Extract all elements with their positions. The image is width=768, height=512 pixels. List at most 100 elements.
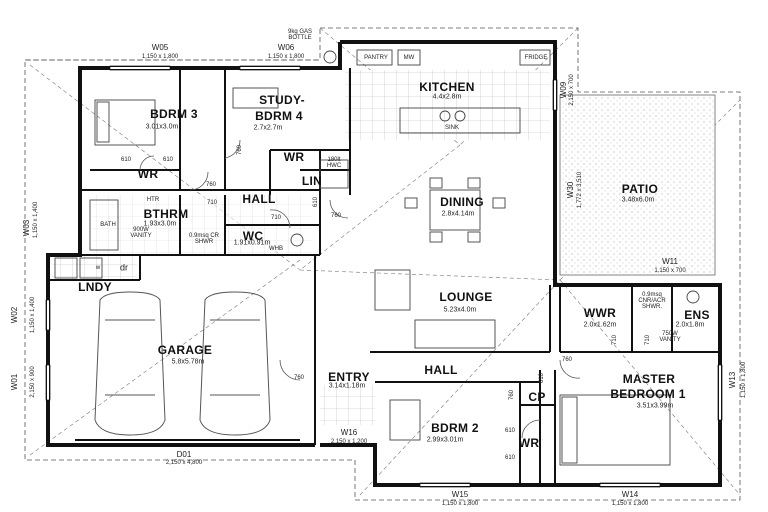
microwave-label: MW [403,55,415,61]
study-size: 2.7x2.7m [253,124,283,132]
window-w30-size: 1,772 x 3,510 [577,171,583,209]
patio-size: 3.48x6.0m [621,196,655,204]
linen-label: LIN [301,174,323,188]
garage-cars [94,291,271,436]
door-size-610: 610 [162,157,174,163]
patio-area [559,94,716,276]
window-w02-size: 1,150 x 1,400 [30,296,36,334]
fridge-label: FRIDGE [524,55,548,61]
wr-study-label: WR [283,150,305,164]
window-w16-size: 2,150 x 1,200 [330,439,368,445]
bdrm3-label: BDRM 3 [150,107,198,121]
window-w13-size: 1,150 x 1,800 [741,361,747,399]
window-w09-size: 2,150 x 700 [569,74,575,106]
patio-label: PATIO [621,182,659,196]
master-label: MASTER [622,372,676,386]
window-w01-size: 2,150 x 900 [30,366,36,398]
study-label-line2: BDRM 4 [255,109,303,123]
laundry-label: LNDY [78,280,112,294]
ensuite-label: ENS [684,308,710,322]
hall-top-label: HALL [242,192,276,206]
door-swings [139,139,581,439]
door-size-610: 610 [504,428,516,434]
gas-bottle-label: 9kg GAS BOTTLE [287,29,312,41]
bdrm2-size: 2.99x3.01m [426,436,464,444]
door-d01-id: D01 [176,450,192,459]
furniture [54,49,700,466]
ensuite-vanity-label: 750W VANITY [659,331,681,343]
wc-size: 1.91x0.91m [233,239,271,247]
window-w06-size: 1,150 x 1,800 [267,54,305,60]
window-w03-id: W03 [22,219,31,237]
dining-label: DINING [440,195,484,209]
window-w11-size: 1,150 x 700 [654,268,686,274]
door-size-610: 610 [539,372,545,384]
window-w15-id: W15 [451,490,469,499]
wwr-label: WWR [583,306,617,320]
bthrm-size: 1.93x3.0m [143,220,177,228]
door-size-610: 610 [313,196,319,208]
window-w03-size: 1,150 x 1,400 [33,201,39,239]
window-w06-id: W06 [277,43,295,52]
window-w05-id: W05 [151,43,169,52]
window-w05-size: 1,150 x 1,800 [141,54,179,60]
window-w30-id: W30 [566,181,575,199]
master-label-line2: BEDROOM 1 [610,387,686,401]
kitchen-label: KITCHEN [419,80,475,94]
heater-label: HTR [146,197,160,203]
interior-walls [48,68,720,485]
bdrm3-size: 3.01x3.0m [145,123,179,131]
bthrm-shower-label: 0.9msq CR SHWR [188,233,219,245]
wc-basin-label: WHB [269,246,283,252]
door-size-610: 610 [120,157,132,163]
wwr-size: 2.0x1.62m [583,321,617,329]
door-size-760: 760 [205,182,217,188]
kitchen-floor-tiles [345,70,550,140]
window-openings [47,67,721,486]
door-size-710: 710 [270,215,282,221]
washer-label: w [95,265,101,271]
wr-bdrm2-label: WR [518,436,540,450]
window-w14-size: 1,150 x 1,800 [611,501,649,507]
master-size: 3.51x3.99m [636,402,674,410]
bthrm-vanity-label: 900W VANITY [130,227,152,239]
window-w01-id: W01 [10,373,19,391]
wr-bdrm3-label: WR [137,167,159,181]
study-label: STUDY- [259,93,305,107]
door-size-760: 760 [509,389,515,401]
pantry-label: PANTRY [364,55,388,61]
laundry-floor-tiles [52,255,137,280]
lounge-label: LOUNGE [439,290,493,304]
door-size-710: 710 [612,334,618,346]
sink-label: SINK [444,125,460,131]
door-size-710: 710 [206,200,218,206]
window-w09-id: W09 [559,81,568,99]
wc-label: WC [242,229,264,243]
ensuite-size: 2.0x1.8m [675,321,705,329]
door-size-760: 760 [293,375,305,381]
hall-bottom-label: HALL [424,363,458,377]
bath-label: BATH [100,222,116,228]
window-w15-size: 1,150 x 1,800 [441,501,479,507]
entry-size: 3.14x1.18m [328,382,366,390]
entry-label: ENTRY [328,370,370,384]
bthrm-label: BTHRM [143,207,189,221]
door-size-760: 760 [330,213,342,219]
window-w14-id: W14 [621,490,639,499]
cp-label: CP [528,390,546,404]
window-w13-id: W13 [728,371,737,389]
ensuite-shower-label: 0.9msq CNR/ACR SHWR. [638,292,666,310]
door-size-760: 760 [561,357,573,363]
garage-label: GARAGE [157,343,213,357]
window-w02-id: W02 [10,306,19,324]
hot-water-label: 180lt HWC [326,157,342,169]
door-d01-size: 2,150 x 4,800 [165,460,203,466]
kitchen-size: 4.4x2.8m [432,93,462,101]
window-w11-id: W11 [662,257,678,266]
door-size-710: 710 [645,334,651,346]
dining-size: 2.8x4.14m [441,210,475,218]
door-size-760: 760 [237,144,243,156]
window-w16-id: W16 [340,428,358,437]
roof-outline [24,27,741,501]
